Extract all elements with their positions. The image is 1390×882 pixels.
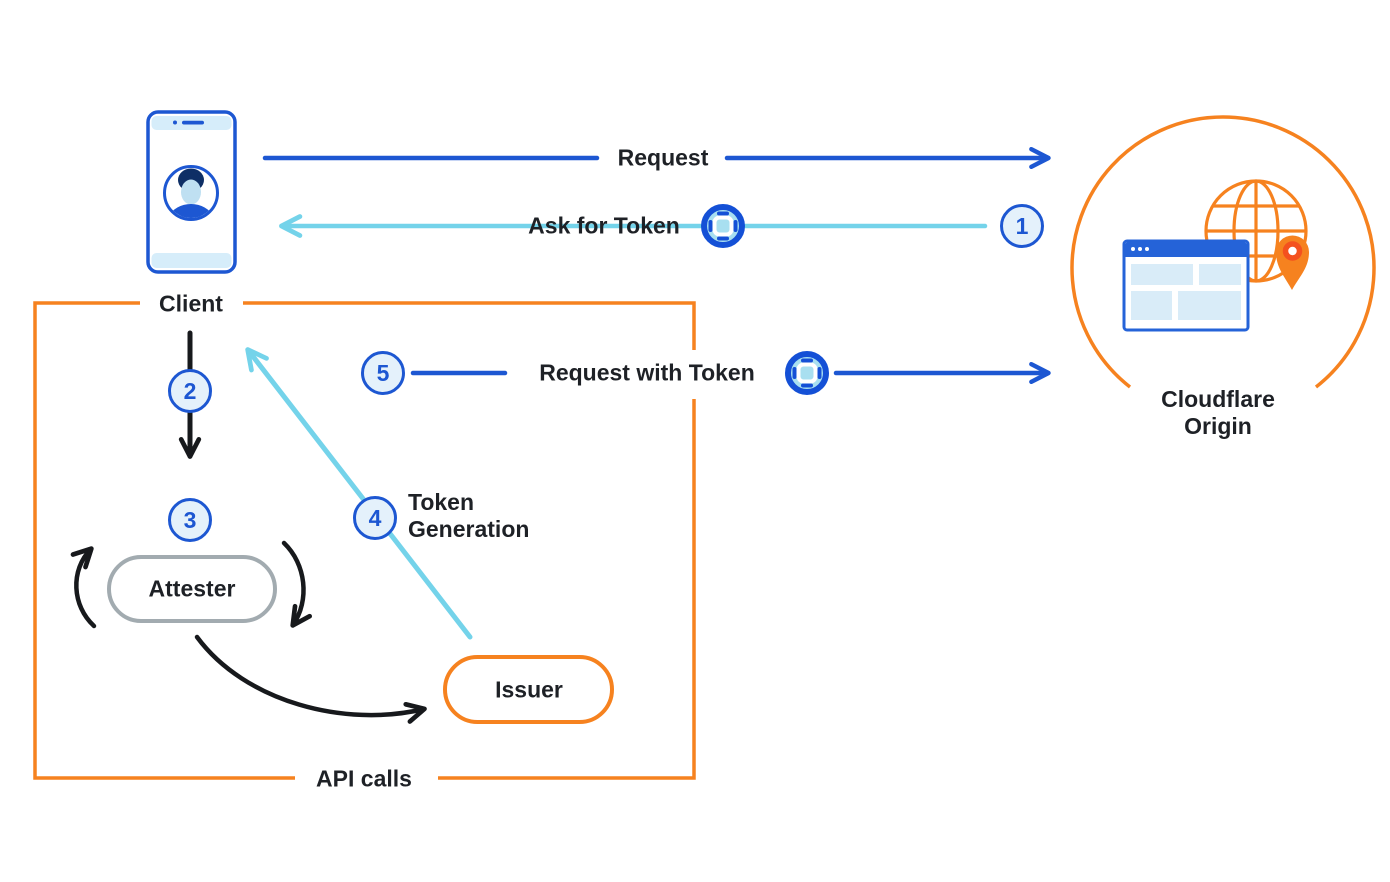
api-calls-box [33, 301, 696, 780]
attester-to-issuer-arrow [194, 634, 427, 724]
step-badge-3: 3 [168, 498, 212, 542]
browser-window-icon [1122, 239, 1250, 332]
attester-loop-left-arrow [70, 546, 97, 629]
token-generation-arrow [245, 347, 473, 640]
step-badge-4: 4 [353, 496, 397, 540]
client-label: Client [159, 290, 223, 317]
client-phone-icon [146, 110, 237, 274]
issuer-node [443, 655, 614, 724]
api-calls-label: API calls [316, 765, 412, 792]
token-icon [701, 204, 745, 248]
request-label: Request [617, 144, 709, 171]
attester-label: Attester [148, 575, 236, 602]
cloudflare-origin-label: Cloudflare Origin [1161, 386, 1275, 439]
attester-node [107, 555, 277, 623]
cloudflare-origin-icon [1122, 179, 1309, 332]
cloudflare-origin-circle [1070, 115, 1376, 389]
issuer-label: Issuer [495, 676, 563, 703]
step-badge-5: 5 [361, 351, 405, 395]
step-badge-2: 2 [168, 369, 212, 413]
attester-loop-right-arrow [281, 540, 313, 628]
request-with-token-label: Request with Token [539, 359, 755, 386]
token-generation-label: Token Generation [408, 489, 530, 542]
location-pin-icon [1276, 235, 1309, 290]
token-icon [785, 351, 829, 395]
ask-for-token-label: Ask for Token [528, 212, 680, 239]
user-avatar-icon [163, 165, 219, 221]
step-badge-1: 1 [1000, 204, 1044, 248]
